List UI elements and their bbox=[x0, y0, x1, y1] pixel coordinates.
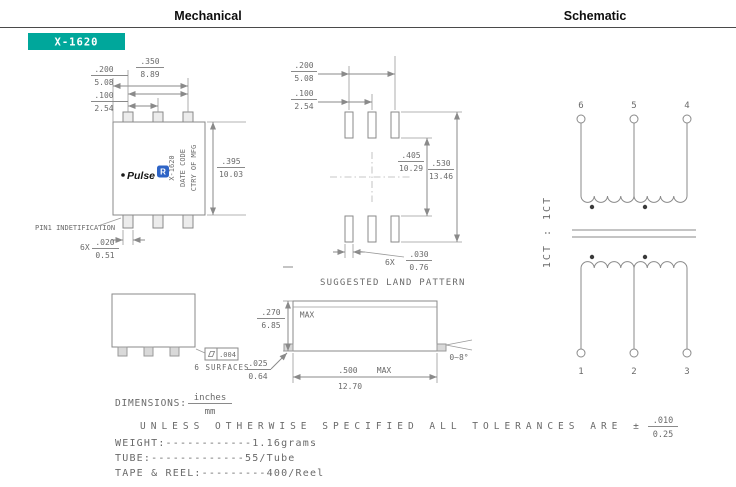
pin-terminal-4 bbox=[682, 114, 692, 124]
dim-270-max: MAX bbox=[300, 311, 315, 320]
dim-100-in: .100 bbox=[94, 91, 113, 100]
flatness-callout: .004 6 SURFACES bbox=[194, 347, 249, 372]
dim-500-in: .500 bbox=[338, 366, 357, 375]
lp-dim-030: 6X .030 0.76 bbox=[333, 244, 432, 272]
primary-winding bbox=[580, 195, 688, 203]
units-inches: inches bbox=[194, 393, 227, 403]
lead-angle-callout: 0~8° bbox=[445, 339, 473, 362]
dim-100: .100 2.54 bbox=[91, 91, 158, 113]
dim-350-mm: 8.89 bbox=[140, 70, 159, 79]
dim-500-max: MAX bbox=[377, 366, 392, 375]
dim-200: .200 5.08 bbox=[91, 65, 188, 112]
dim-020-qty: 6X bbox=[80, 243, 90, 252]
pin-label-2: 2 bbox=[631, 367, 636, 377]
lp-dim-405-mm: 10.29 bbox=[399, 164, 423, 173]
lp-dim-530-mm: 13.46 bbox=[429, 172, 453, 181]
dim-350: .350 8.89 bbox=[112, 57, 189, 122]
logo-r-box bbox=[157, 165, 169, 178]
pin-label-4: 4 bbox=[684, 101, 689, 111]
lp-dim-030-qty: 6X bbox=[385, 258, 395, 267]
lp-dim-100-in: .100 bbox=[294, 89, 313, 98]
lp-dim-100: .100 2.54 bbox=[291, 89, 372, 111]
lp-dim-200-mm: 5.08 bbox=[294, 74, 313, 83]
tolerance-text: UNLESS OTHERWISE SPECIFIED ALL TOLERANCE… bbox=[140, 421, 644, 432]
logo-text: Pulse bbox=[127, 170, 155, 182]
logo-r-text: R bbox=[160, 168, 166, 177]
pin-label-6: 6 bbox=[578, 101, 583, 111]
lp-dim-030-mm: 0.76 bbox=[409, 263, 428, 272]
lp-dim-100-mm: 2.54 bbox=[294, 102, 313, 111]
pin-label-3: 3 bbox=[684, 367, 689, 377]
dimensions-units-note: DIMENSIONS: inches mm bbox=[115, 393, 232, 417]
flatness-value: .004 bbox=[219, 351, 236, 359]
pin-label-1: 1 bbox=[578, 367, 583, 377]
pin-terminal-6 bbox=[576, 114, 586, 124]
section-title-schematic: Schematic bbox=[564, 9, 627, 23]
dim-020: 6X .020 0.51 bbox=[80, 230, 145, 260]
dim-395-mm: 10.03 bbox=[219, 170, 243, 179]
marking-part-number: X-1620 bbox=[168, 155, 176, 180]
polarity-dot bbox=[589, 204, 595, 210]
dim-025: .025 0.64 bbox=[245, 352, 288, 381]
dim-100-mm: 2.54 bbox=[94, 104, 113, 113]
pin-terminal-5 bbox=[629, 114, 639, 124]
dim-395: .395 10.03 bbox=[207, 121, 246, 216]
lp-dim-200-in: .200 bbox=[294, 61, 313, 70]
dim-020-mm: 0.51 bbox=[95, 251, 114, 260]
tube-note: TUBE:-------------55/Tube bbox=[115, 453, 296, 464]
lp-dim-530-in: .530 bbox=[431, 159, 450, 168]
polarity-dot bbox=[589, 254, 595, 260]
dimensions-label: DIMENSIONS: bbox=[115, 398, 187, 409]
polarity-dot bbox=[642, 204, 648, 210]
schematic-transformer: 6 5 4 1 2 3 1CT : 1CT bbox=[542, 101, 696, 377]
section-title-mechanical: Mechanical bbox=[174, 9, 241, 23]
dim-500: .500 12.70 MAX bbox=[292, 353, 438, 391]
dim-270-in: .270 bbox=[261, 308, 280, 317]
part-number-badge-text: X-1620 bbox=[55, 37, 99, 49]
lead-angle-value: 0~8° bbox=[449, 353, 468, 362]
dim-500-mm: 12.70 bbox=[338, 382, 362, 391]
pin1-note-text: PIN1 INDETIFICATION bbox=[35, 224, 115, 232]
marking-date-code: DATE CODE bbox=[179, 149, 187, 187]
dim-200-in: .200 bbox=[94, 65, 113, 74]
units-mm: mm bbox=[205, 407, 216, 417]
tolerance-mm: 0.25 bbox=[653, 430, 673, 440]
weight-note: WEIGHT:------------1.16grams bbox=[115, 438, 317, 449]
dim-270: .270 6.85 MAX bbox=[257, 300, 321, 352]
dim-270-mm: 6.85 bbox=[261, 321, 280, 330]
tape-reel-note: TAPE & REEL:---------400/Reel bbox=[115, 468, 324, 479]
side-view-profile bbox=[283, 300, 447, 352]
dim-020-in: .020 bbox=[95, 238, 114, 247]
pin-terminal-1 bbox=[576, 348, 586, 358]
tolerance-note: UNLESS OTHERWISE SPECIFIED ALL TOLERANCE… bbox=[140, 416, 678, 440]
pin-terminal-3 bbox=[682, 348, 692, 358]
pin1-callout: PIN1 INDETIFICATION bbox=[35, 217, 122, 232]
part-number-badge bbox=[28, 33, 125, 50]
dim-025-mm: 0.64 bbox=[248, 372, 267, 381]
lp-dim-405-in: .405 bbox=[401, 151, 420, 160]
pin-terminal-2 bbox=[629, 348, 639, 358]
pin-label-5: 5 bbox=[631, 101, 636, 111]
dim-350-in: .350 bbox=[140, 57, 159, 66]
polarity-dot bbox=[642, 254, 648, 260]
side-view-front bbox=[111, 293, 196, 357]
turns-ratio-label: 1CT : 1CT bbox=[542, 196, 553, 268]
lp-dim-530: .530 13.46 bbox=[401, 111, 462, 243]
marking-country: CTRY OF MFG bbox=[190, 145, 198, 191]
surfaces-note: 6 SURFACES bbox=[194, 363, 249, 372]
land-pattern-caption: SUGGESTED LAND PATTERN bbox=[320, 278, 466, 288]
tolerance-in: .010 bbox=[653, 416, 673, 426]
pulse-logo: Pulse R bbox=[121, 165, 169, 182]
dim-025-in: .025 bbox=[248, 359, 267, 368]
dim-395-in: .395 bbox=[221, 157, 240, 166]
lp-dim-200: .200 5.08 bbox=[291, 56, 396, 110]
lp-dim-030-in: .030 bbox=[409, 250, 428, 259]
land-pattern-pads bbox=[330, 111, 412, 243]
secondary-winding bbox=[580, 261, 688, 269]
logo-dot-icon bbox=[121, 173, 125, 177]
lp-dim-405: .405 10.29 bbox=[398, 137, 432, 217]
dim-200-mm: 5.08 bbox=[94, 78, 113, 87]
flatness-symbol-icon bbox=[207, 351, 216, 357]
